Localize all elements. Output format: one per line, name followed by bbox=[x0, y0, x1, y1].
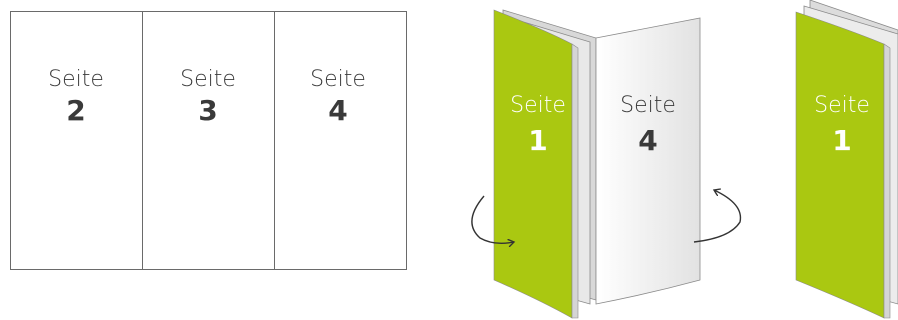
panel-page-4: Seite 4 bbox=[310, 67, 366, 127]
closed-cover-edge bbox=[883, 43, 891, 319]
fold-arrow-left-icon bbox=[471, 195, 514, 243]
panel-number: 2 bbox=[66, 94, 85, 127]
closed-cover-number: 1 bbox=[832, 124, 851, 157]
panel-page-3: Seite 3 bbox=[180, 67, 236, 127]
cover-word: Seite bbox=[510, 93, 566, 118]
panel-number: 3 bbox=[198, 94, 217, 127]
cover-number: 1 bbox=[528, 124, 547, 157]
panel-number: 4 bbox=[328, 94, 347, 127]
sheet-outline bbox=[10, 11, 407, 270]
panel-word: Seite bbox=[48, 67, 104, 92]
fold-arrow-right-icon bbox=[693, 190, 742, 243]
panel-word: Seite bbox=[180, 67, 236, 92]
back-panel bbox=[595, 17, 701, 305]
cover-edge bbox=[571, 43, 579, 319]
back-panel-number: 4 bbox=[638, 124, 657, 157]
closed-cover-panel bbox=[795, 11, 885, 319]
back-panel-word: Seite bbox=[620, 93, 676, 118]
cover-panel bbox=[493, 9, 573, 319]
panel-word: Seite bbox=[310, 67, 366, 92]
panel-page-2: Seite 2 bbox=[48, 67, 104, 127]
flat-sheet: Seite 2 Seite 3 Seite 4 bbox=[10, 11, 407, 270]
closed-brochure: Seite 1 bbox=[795, 0, 898, 319]
folding-brochure: Seite 1 Seite 4 bbox=[471, 9, 742, 319]
closed-cover-word: Seite bbox=[814, 93, 870, 118]
